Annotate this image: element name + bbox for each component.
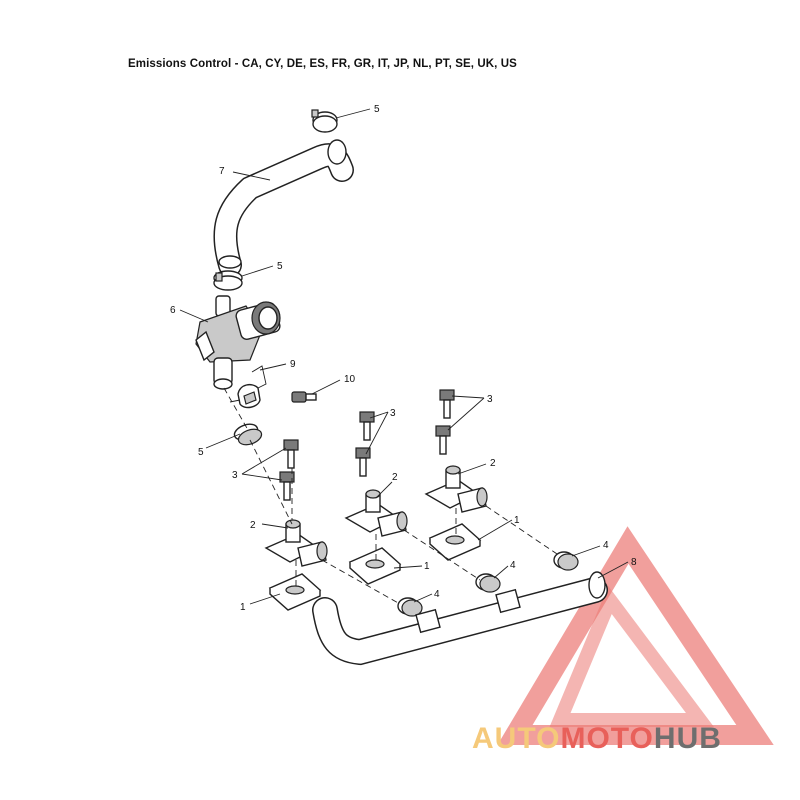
- callout-1-right: 1: [514, 515, 520, 526]
- bolts-3-left: [279, 439, 299, 501]
- watermark-auto: AUTO: [472, 722, 560, 755]
- callout-2-left: 2: [250, 520, 256, 531]
- air-pipe-8: [312, 571, 608, 666]
- callout-4-left: 4: [434, 589, 440, 600]
- watermark-moto: MOTO: [560, 722, 653, 755]
- elbow-flange-2-left: [264, 519, 328, 567]
- assembly-lines: [223, 387, 561, 605]
- watermark-text: AUTOMOTOHUB: [472, 722, 722, 755]
- callout-3-mid: 3: [390, 408, 396, 419]
- callout-1-left: 1: [240, 602, 246, 613]
- hose-clamp-5-top: [311, 109, 338, 133]
- callout-3-left: 3: [232, 470, 238, 481]
- hose-clamp-4-mid: [475, 573, 501, 593]
- callout-5-top: 5: [374, 104, 380, 115]
- gasket-1-right: [428, 523, 482, 561]
- callout-10: 10: [344, 374, 356, 385]
- gasket-1-mid: [348, 547, 402, 585]
- callout-5-low: 5: [198, 447, 204, 458]
- leader-lines: [179, 108, 629, 605]
- hose-clamp-4-left: [397, 597, 423, 617]
- hose-clamp-5-low: [233, 423, 263, 446]
- callout-9: 9: [290, 359, 296, 370]
- bolt-10: [291, 391, 317, 403]
- callout-labels: 5 7 5 6 9 10 5 3 3 3 2 2 2 1 1 1 4 4 4 8: [170, 104, 637, 613]
- watermark-logo-icon: [497, 526, 774, 745]
- hose-clamp-5-mid: [213, 270, 243, 291]
- callout-8: 8: [631, 557, 637, 568]
- air-valve-6: [195, 295, 281, 390]
- gasket-9: [237, 365, 267, 409]
- callout-2-mid: 2: [392, 472, 398, 483]
- callout-7: 7: [219, 166, 225, 177]
- elbow-flange-2-right: [424, 465, 488, 513]
- svg-text:AUTOMOTOHUB: AUTOMOTOHUB: [472, 722, 722, 755]
- callout-4-right: 4: [603, 540, 609, 551]
- callout-2-right: 2: [490, 458, 496, 469]
- hose-clamp-4-right: [553, 551, 579, 571]
- callout-3-right: 3: [487, 394, 493, 405]
- callout-5-mid: 5: [277, 261, 283, 272]
- bolts-3-right: [435, 389, 455, 455]
- hose-7: [213, 139, 354, 277]
- diagram-title: Emissions Control - CA, CY, DE, ES, FR, …: [128, 58, 517, 70]
- callout-1-mid: 1: [424, 561, 430, 572]
- elbow-flange-2-mid: [344, 489, 408, 537]
- watermark-hub: HUB: [654, 722, 722, 755]
- callout-6: 6: [170, 305, 176, 316]
- gasket-1-left: [268, 573, 322, 611]
- callout-4-mid: 4: [510, 560, 516, 571]
